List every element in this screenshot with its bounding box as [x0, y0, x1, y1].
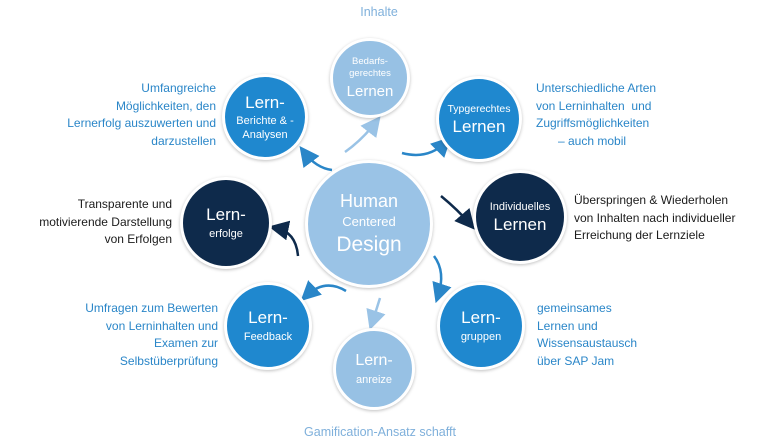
center-line-2: Centered — [342, 214, 396, 229]
text-line: Selbstüberprüfung — [119, 353, 218, 368]
node-erfolge-sub: erfolge — [209, 228, 243, 240]
node-lern-berichte-analysen: Lern- Berichte & - Analysen — [222, 74, 308, 160]
top-caption: Inhalte — [360, 5, 398, 19]
text-line: Umfangreiche — [141, 81, 216, 95]
text-berichte: Umfangreiche Möglichkeiten, den Lernerfo… — [24, 80, 216, 150]
arrow-to-berichte — [299, 146, 333, 172]
node-individuelles-lernen: Individuelles Lernen — [473, 170, 567, 264]
center-line-3: Design — [336, 233, 402, 256]
text-line: Umfragen zum Bewerten — [85, 301, 218, 315]
node-bedarf-main: Lernen — [346, 82, 394, 100]
text-line: motivierende Darstellung — [39, 214, 172, 229]
center-circle-human-centered-design: Human Centered Design — [305, 160, 433, 288]
node-gruppen-main: Lern- — [461, 308, 501, 327]
text-line: Zugriffsmöglichkeiten — [536, 116, 650, 130]
text-line: – auch mobil — [558, 133, 627, 148]
node-berichte-main: Lern- — [245, 92, 285, 112]
node-berichte-sub2: Analysen — [242, 128, 288, 141]
node-berichte-sub1: Berichte & - — [236, 114, 294, 127]
text-line: darzustellen — [151, 133, 216, 148]
text-line: von Lerninhalten und — [105, 318, 218, 333]
text-typ: Unterschiedliche Arten von Lerninhalten … — [536, 80, 736, 150]
text-line: Examen zur — [153, 336, 218, 350]
text-line: von Erfolgen — [104, 232, 172, 246]
arrow-to-erfolge — [268, 220, 300, 257]
text-line: Überspringen & Wiederholen — [574, 193, 729, 207]
arrow-to-feedback — [300, 280, 347, 302]
node-bedarf-top2: gerechtes — [349, 67, 391, 79]
text-erfolge: Transparente und motivierende Darstellun… — [10, 196, 172, 249]
text-line: Lernen und — [537, 318, 598, 333]
node-lern-erfolge: Lern- erfolge — [180, 177, 272, 269]
text-line: Unterschiedliche Arten — [536, 81, 657, 95]
arrow-to-typ — [401, 136, 452, 158]
text-line: von Lerninhalten und — [536, 98, 652, 113]
node-gruppen-sub: gruppen — [460, 331, 502, 343]
arrow-to-gruppen — [432, 255, 452, 304]
node-erfolge-main: Lern- — [206, 205, 246, 224]
node-bedarf-top1: Bedarfs- — [352, 55, 388, 67]
node-anreize-sub: anreize — [355, 374, 393, 386]
node-anreize-main: Lern- — [355, 352, 393, 369]
node-indiv-top: Individuelles — [489, 200, 551, 213]
node-lerngruppen: Lern- gruppen — [437, 282, 525, 370]
text-feedback: Umfragen zum Bewerten von Lerninhalten u… — [40, 300, 218, 370]
node-typ-top: Typgerechtes — [447, 102, 511, 115]
center-line-1: Human — [339, 191, 399, 211]
node-bedarfsgerechtes-lernen: Bedarfs- gerechtes Lernen — [330, 38, 410, 118]
text-indiv: Überspringen & Wiederholen von Inhalten … — [574, 192, 764, 245]
text-line: Möglichkeiten, den — [115, 98, 216, 113]
text-line: Transparente und — [77, 197, 172, 211]
text-line: Erreichung der Lernziele — [574, 228, 705, 242]
text-gruppen: gemeinsames Lernen und Wissensaustausch … — [537, 300, 717, 370]
text-line: gemeinsames — [537, 301, 612, 315]
arrow-to-anreize — [366, 297, 386, 331]
node-lernanreize: Lern- anreize — [333, 328, 415, 410]
node-typ-main: Lernen — [452, 116, 506, 136]
node-feedback-main: Lern- — [248, 308, 288, 327]
node-lern-feedback: Lern- Feedback — [224, 282, 312, 370]
text-line: von Inhalten nach individueller — [574, 210, 736, 225]
node-typgerechtes-lernen: Typgerechtes Lernen — [436, 76, 522, 162]
text-line: über SAP Jam — [537, 353, 615, 368]
text-line: Wissensaustausch — [537, 336, 638, 350]
bottom-caption: Gamification-Ansatz schafft — [304, 425, 456, 439]
node-feedback-sub: Feedback — [243, 331, 293, 343]
arrow-to-indiv — [440, 195, 475, 230]
text-line: Lernerfolg auszuwerten und — [67, 116, 216, 130]
node-indiv-main: Lernen — [493, 214, 547, 234]
arrow-to-bedarf — [344, 116, 381, 154]
